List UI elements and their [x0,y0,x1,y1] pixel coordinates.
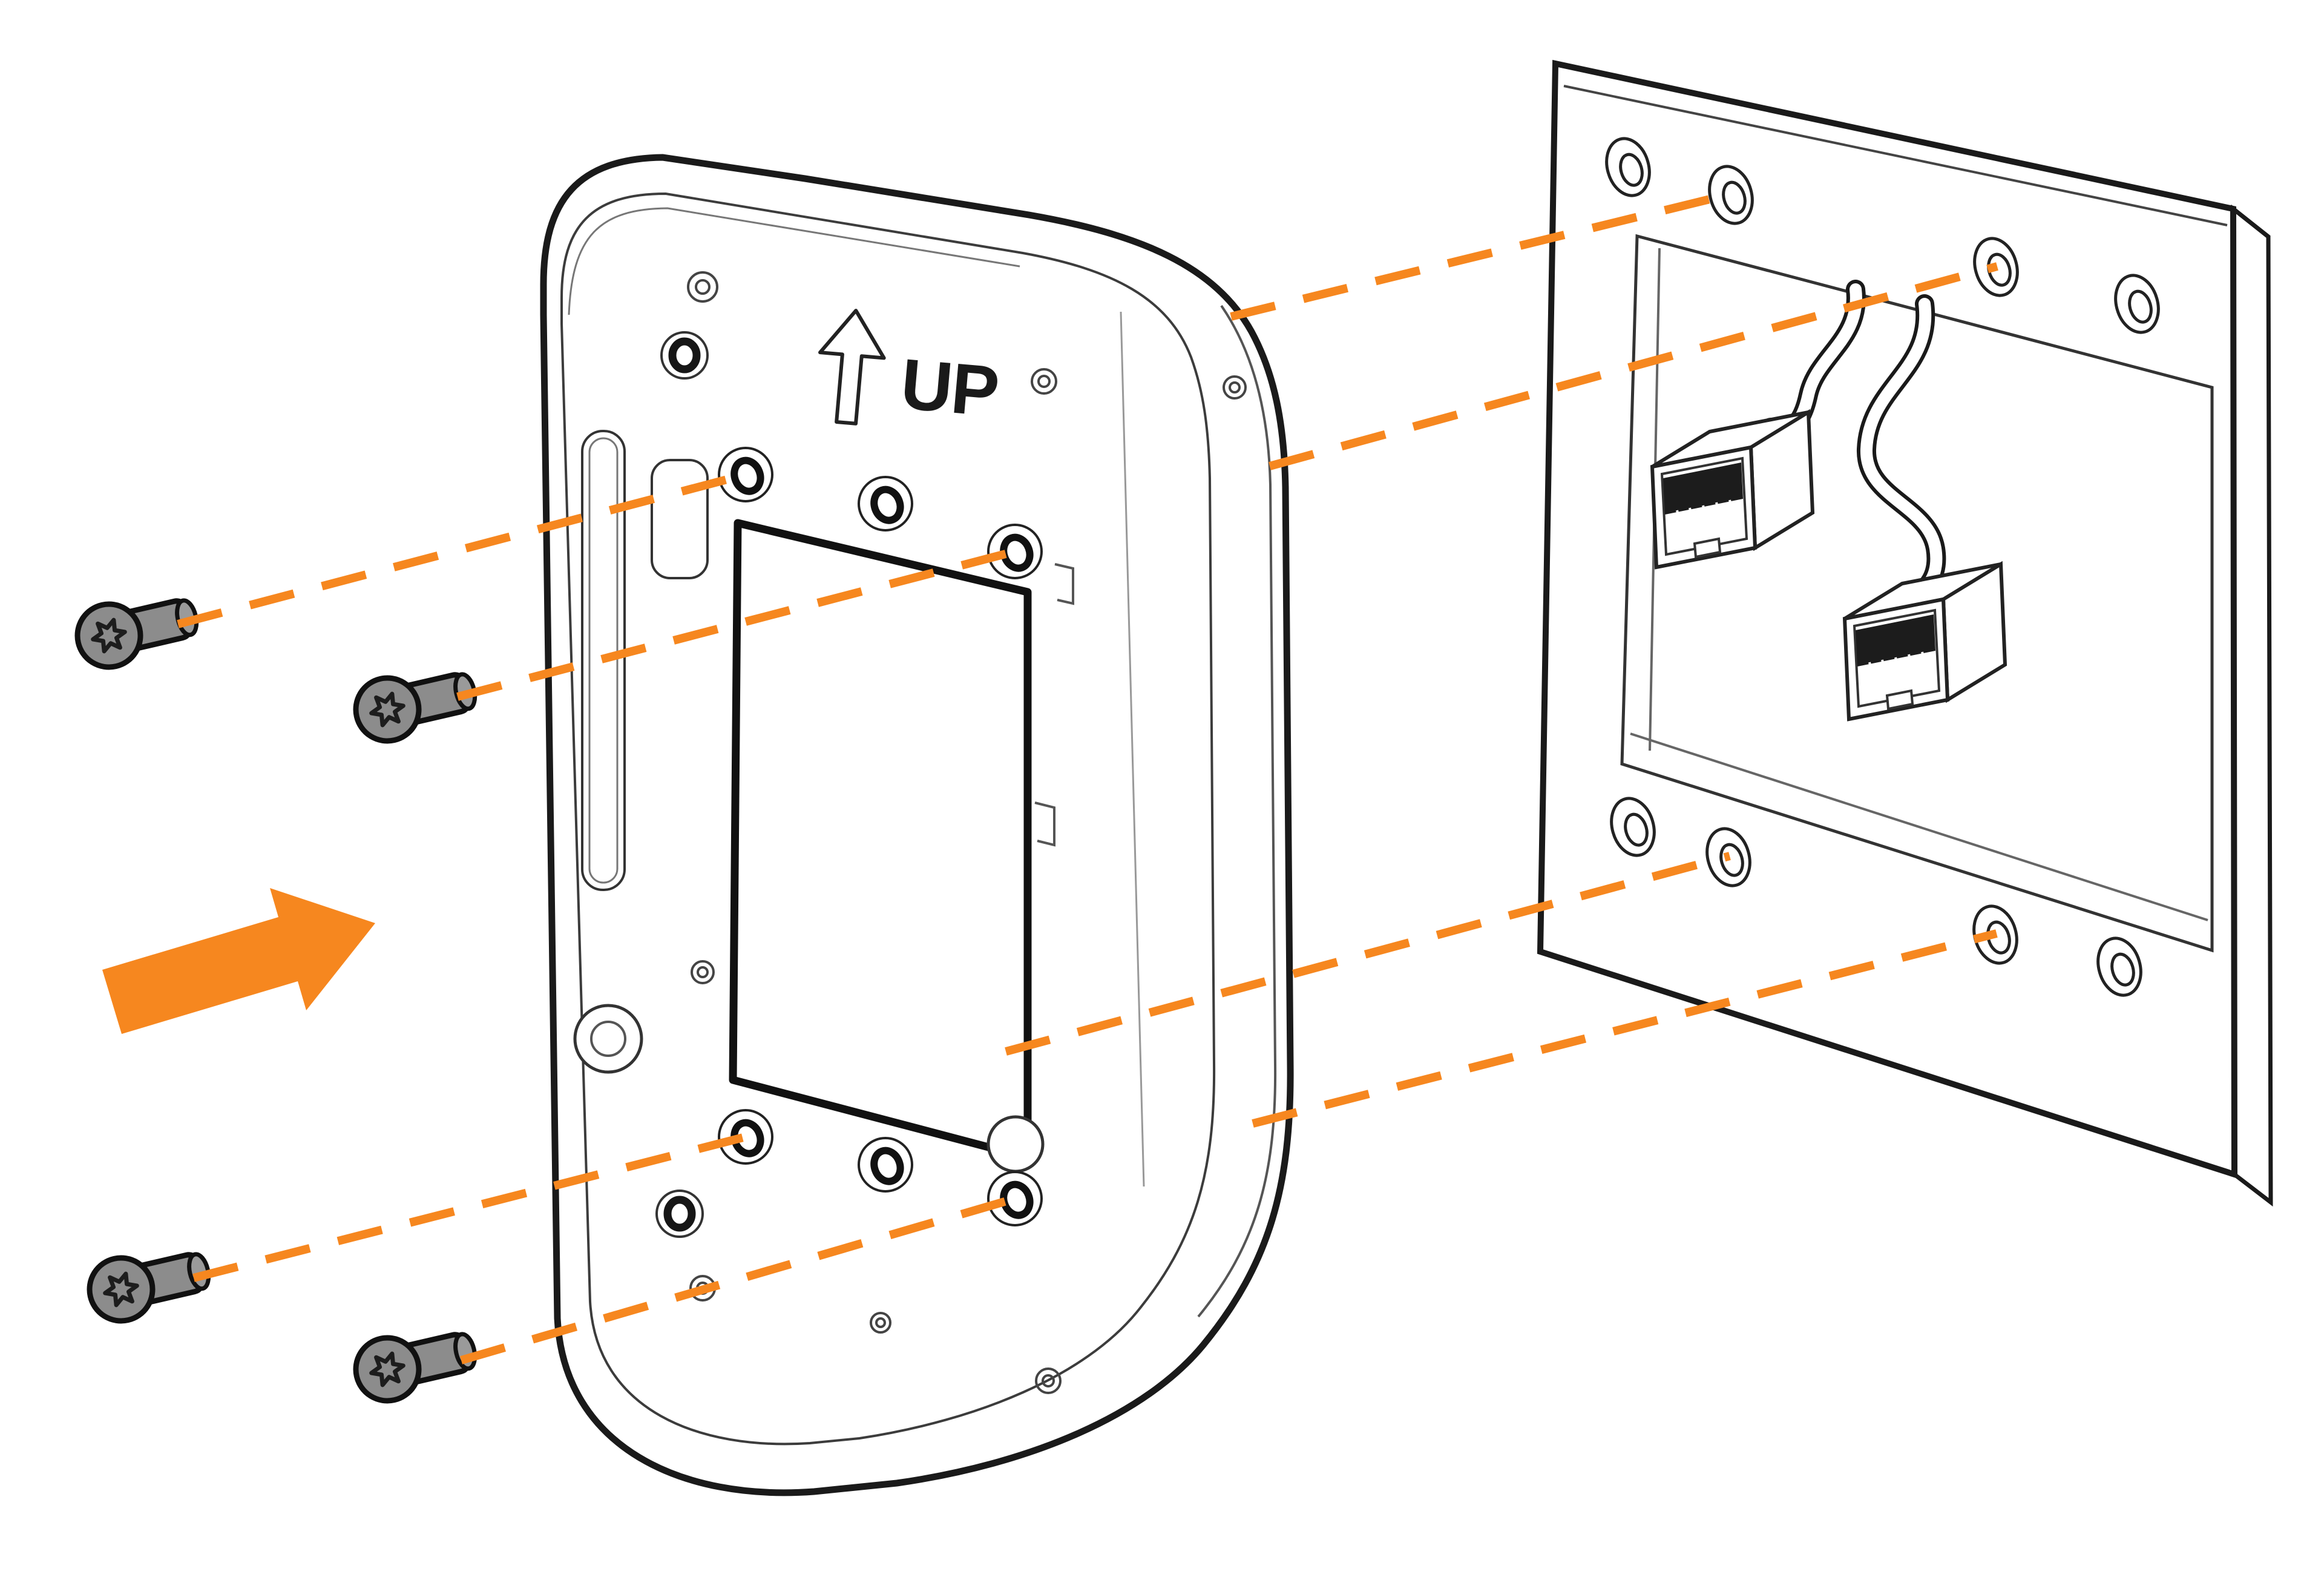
alignment-dash-line-bottom-left [1005,852,1731,1056]
orientation-marking: UP [818,309,1001,432]
insert-direction-arrow right-arrow-icon [102,888,375,1034]
bracket-grommet-bottom [655,1190,704,1238]
bracket-edge-boss [573,1004,643,1074]
boss [687,271,718,303]
bracket-face-edge [560,192,1216,1446]
boss [691,960,715,984]
wall-plate [1537,59,2273,1207]
mounting-bracket: UP [540,154,1294,1496]
alignment-dash-line-top-left [1230,189,1733,321]
torx-screw-2 [350,659,481,747]
alignment-dash-line-screw1 [177,470,747,628]
recess-floor-line [1630,732,2208,921]
plate-recess-opening [1620,234,2214,953]
plate-screw-holes [1605,137,2160,997]
bracket-hole-top-center [858,476,913,532]
alignment-dash-line-screw4 [460,1194,1016,1364]
plate-corner-bevel [2231,207,2270,239]
alignment-dash-line-bottom-right [1252,929,1998,1128]
bracket-edge-boss-inner [590,1021,626,1057]
bracket-corner-post [986,1115,1045,1173]
boss [1223,375,1247,400]
bracket-hole-bottom-center [858,1137,913,1193]
cable-2 [1860,298,1943,604]
torx-screw-1 [71,585,203,673]
bracket-left-slot-inner [588,437,619,884]
bracket-left-slot [581,430,626,891]
plate-hole-top-outer-right [2114,274,2160,334]
bracket-hole-top-left [718,447,773,502]
boss [870,1312,891,1334]
bracket-face-crease [1120,311,1145,1187]
alignment-guides [177,189,1998,1364]
boss [1035,1367,1062,1394]
plate-top-thickness-line [1563,85,2228,226]
alignment-dash-line-screw3 [192,1133,747,1282]
bracket-grommet-holes [655,331,709,1238]
bracket-top-lip-line [568,207,1020,315]
bracket-hole-top-right [987,524,1043,579]
plate-hole-bottom-outer-right [2096,936,2142,997]
plate-hole-bottom-outer-left [1610,797,1656,857]
plate-hole-top-inner-left [1708,165,1754,225]
bracket-hole-bottom-left [718,1109,773,1165]
torx-screw-4 [350,1318,481,1407]
alignment-dash-line-top-right [1269,262,1998,470]
up-label: UP [898,344,1001,432]
plate-hole-top-outer-left [1605,137,1651,197]
up-arrow-icon [818,309,886,426]
bracket-side-contour [1197,304,1277,1318]
bracket-grommet-top [660,331,709,380]
torx-screw-3 [84,1239,215,1327]
plate-side-face [2231,204,2273,1207]
alignment-dash-line-screw2 [456,547,1016,701]
bracket-hole-bottom-right [987,1171,1043,1226]
boss [1031,368,1057,395]
bracket-retaining-hooks [1034,563,1074,847]
bracket-keyhole-cutout [651,459,709,579]
